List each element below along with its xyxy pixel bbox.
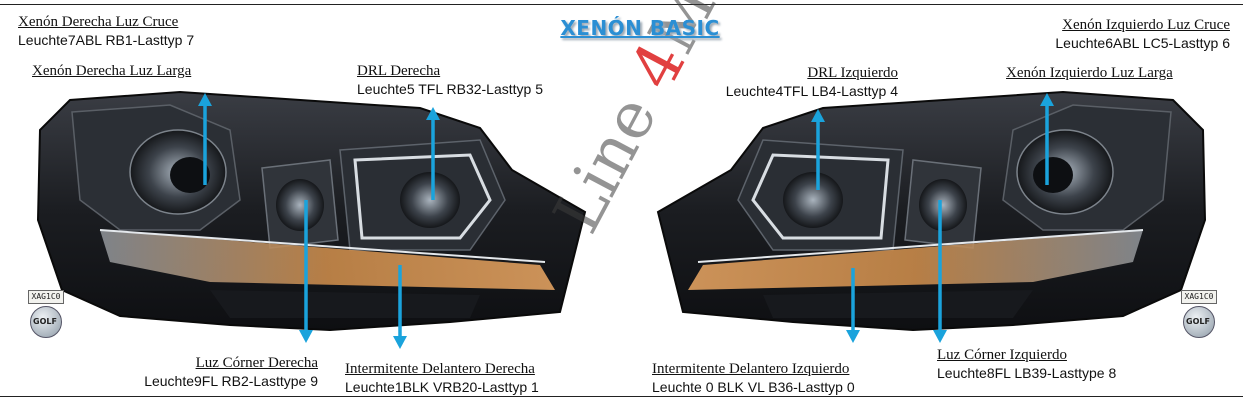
license-plate-left: XAG1C0 (28, 290, 64, 304)
top-border (0, 4, 1243, 5)
label-r-drl: DRL Derecha Leuchte5 TFL RB32-Lasttyp 5 (357, 62, 543, 98)
arrow-l-high (1040, 93, 1054, 185)
label-r-high-title: Xenón Derecha Luz Larga (32, 63, 192, 79)
label-l-turn-title: Intermitente Delantero Izquierdo (652, 361, 850, 377)
label-r-low-sub: Leuchte7ABL RB1-Lasttyp 7 (18, 32, 195, 48)
badge-text-left: GOLF (33, 317, 57, 326)
label-r-turn-sub: Leuchte1BLK VRB20-Lasttyp 1 (345, 379, 539, 395)
label-l-turn-sub: Leuchte 0 BLK VL B36-Lasttyp 0 (652, 379, 855, 395)
label-l-high: Xenón Izquierdo Luz Larga (1006, 64, 1173, 82)
label-r-low: Xenón Derecha Luz Cruce Leuchte7ABL RB1-… (18, 13, 194, 49)
badge-text-right: GOLF (1186, 317, 1210, 326)
page-title: XENÓN BASIC (560, 16, 720, 40)
label-l-drl-sub: Leuchte4TFL LB4-Lasttyp 4 (725, 83, 898, 99)
arrow-l-corner (933, 200, 947, 343)
arrow-l-turn (846, 268, 860, 343)
label-l-low: Xenón Izquierdo Luz Cruce Leuchte6ABL LC… (1010, 16, 1230, 52)
label-r-drl-sub: Leuchte5 TFL RB32-Lasttyp 5 (357, 81, 543, 97)
label-r-high: Xenón Derecha Luz Larga (32, 62, 191, 80)
label-l-corner-title: Luz Córner Izquierdo (937, 347, 1067, 363)
label-l-high-title: Xenón Izquierdo Luz Larga (1006, 65, 1173, 81)
label-l-drl-title: DRL Izquierdo (807, 65, 898, 81)
label-l-low-title: Xenón Izquierdo Luz Cruce (1062, 17, 1230, 33)
label-r-corner-title: Luz Córner Derecha (195, 355, 318, 371)
arrow-r-high (198, 93, 212, 185)
label-r-turn: Intermitente Delantero Derecha Leuchte1B… (345, 360, 539, 396)
arrow-r-drl (426, 107, 440, 200)
right-headlamp-housing (36, 90, 587, 332)
label-l-corner-sub: Leuchte8FL LB39-Lasttype 8 (937, 365, 1117, 381)
label-r-corner: Luz Córner Derecha Leuchte9FL RB2-Lastty… (118, 354, 318, 390)
label-r-drl-title: DRL Derecha (357, 63, 441, 79)
arrow-r-corner (299, 200, 313, 343)
arrow-l-drl (811, 109, 825, 190)
label-r-low-title: Xenón Derecha Luz Cruce (18, 14, 179, 30)
label-l-corner: Luz Córner Izquierdo Leuchte8FL LB39-Las… (937, 346, 1116, 382)
bottom-border (0, 396, 1243, 397)
label-r-corner-sub: Leuchte9FL RB2-Lasttype 9 (144, 373, 318, 389)
left-headlamp-housing (656, 90, 1207, 332)
label-l-turn: Intermitente Delantero Izquierdo Leuchte… (652, 360, 855, 396)
callout-arrows (198, 93, 1054, 349)
club-golf-badge-right (1183, 306, 1215, 338)
license-plate-right: XAG1C0 (1181, 290, 1217, 304)
label-r-turn-title: Intermitente Delantero Derecha (345, 361, 535, 377)
label-l-low-sub: Leuchte6ABL LC5-Lasttyp 6 (1055, 35, 1230, 51)
arrow-r-turn (393, 265, 407, 349)
label-l-drl: DRL Izquierdo Leuchte4TFL LB4-Lasttyp 4 (718, 64, 898, 100)
club-golf-badge-left (30, 306, 62, 338)
